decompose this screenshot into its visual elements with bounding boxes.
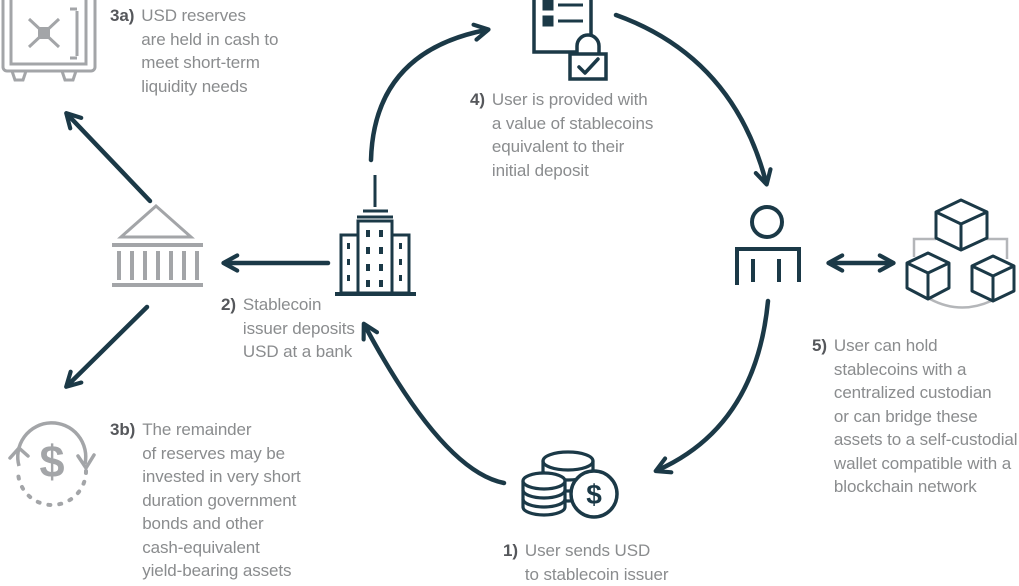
step-3b-text: The remainder of reserves may be investe…: [142, 420, 301, 580]
issuer-building-icon: [335, 175, 416, 296]
padlock-shackle: [575, 33, 601, 55]
cycle-arrowhead-right: [76, 453, 96, 470]
building-windows: [347, 230, 402, 287]
cycle-arrowhead-left: [8, 446, 30, 460]
arrow-bank-to-reinvest: [64, 304, 150, 389]
coins-icon: $: [521, 450, 619, 519]
reinvest-dollar-symbol: $: [39, 436, 64, 487]
coin-dollar-symbol: $: [586, 479, 602, 510]
step-5-number: 5): [812, 336, 827, 355]
step-3b-label: 3b) The remainder of reserves may be inv…: [110, 418, 301, 583]
arrow-coins-to-issuer: [361, 321, 507, 486]
step-4-label: 4) User is provided with a value of stab…: [470, 88, 653, 182]
step-4-number: 4): [470, 90, 485, 109]
contract-lock-icon: [532, 0, 608, 81]
step-3a-number: 3a): [110, 6, 135, 25]
arrow-user-to-coins: [653, 298, 771, 475]
step-4-text: User is provided with a value of stablec…: [491, 90, 654, 180]
step-2-number: 2): [221, 295, 236, 314]
arrow-bank-to-vault: [64, 111, 153, 204]
flow-arrows: [64, 12, 896, 486]
blockchain-icon: [905, 198, 1016, 309]
vault-icon: [1, 0, 97, 82]
user-icon: [735, 205, 801, 285]
padlock-body: [568, 52, 608, 81]
checkmark-icon: [577, 57, 600, 75]
step-2-label: 2) Stablecoin issuer deposits USD at a b…: [221, 293, 355, 364]
step-1-number: 1): [503, 541, 518, 560]
step-5-text: User can hold stablecoins with a central…: [833, 336, 1018, 496]
cube-connectors: [912, 237, 1009, 309]
arrow-contract-to-user: [613, 12, 773, 187]
dollar-coin: [569, 469, 619, 519]
step-5-label: 5) User can hold stablecoins with a cent…: [812, 334, 1018, 499]
step-1-text: User sends USD to stablecoin issuer: [524, 541, 669, 584]
step-3b-number: 3b): [110, 420, 136, 439]
bank-icon: [112, 203, 203, 287]
step-3a-label: 3a) USD reserves are held in cash to mee…: [110, 4, 278, 98]
reinvest-cycle-icon: $: [8, 421, 96, 507]
arrow-issuer-to-contract: [368, 22, 491, 163]
step-2-text: Stablecoin issuer deposits USD at a bank: [242, 295, 355, 361]
step-1-label: 1) User sends USD to stablecoin issuer: [503, 539, 669, 586]
step-3a-text: USD reserves are held in cash to meet sh…: [141, 6, 279, 96]
